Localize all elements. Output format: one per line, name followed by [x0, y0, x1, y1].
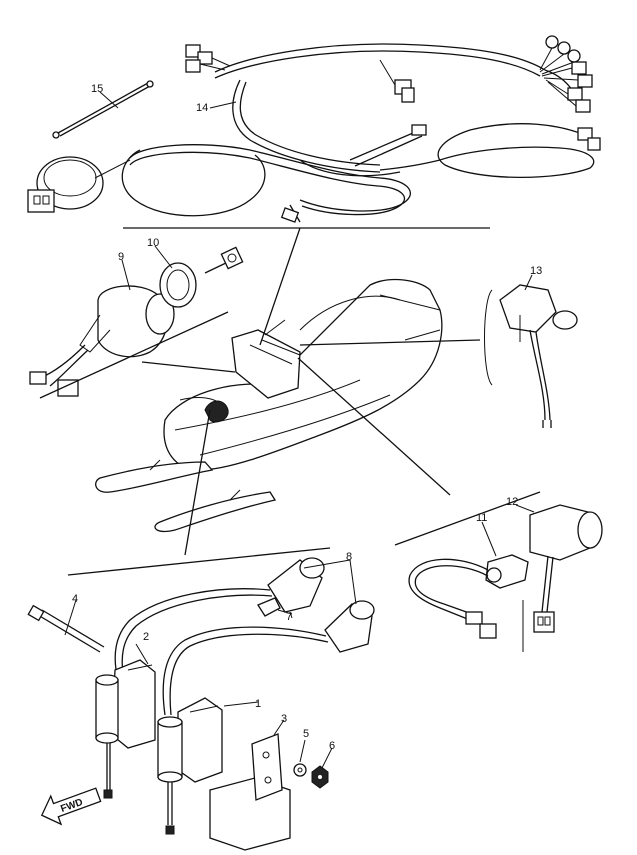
wire-harness	[121, 35, 601, 229]
snowmobile-body	[95, 278, 443, 533]
spark-plug-cap-clip	[257, 597, 293, 617]
nut	[311, 765, 329, 789]
handlebar-switch-left	[484, 284, 578, 428]
callout-14: 14	[196, 102, 208, 114]
forward-arrow-icon: FWD	[40, 787, 102, 826]
callout-13: 13	[530, 265, 542, 277]
coil-bracket	[209, 733, 291, 851]
handlebar-switch-right	[522, 504, 603, 652]
spark-plug-cap	[114, 557, 375, 716]
callout-2: 2	[143, 631, 149, 643]
callout-7: 7	[286, 611, 292, 623]
callout-10: 10	[147, 237, 159, 249]
callout-15: 15	[91, 83, 103, 95]
callout-6: 6	[329, 740, 335, 752]
switch-nut	[159, 262, 197, 308]
washer	[293, 763, 307, 777]
callout-8: 8	[346, 551, 352, 563]
ignition-key	[204, 246, 244, 274]
callout-4: 4	[72, 593, 78, 605]
callout-leaders	[64, 91, 535, 769]
main-switch	[29, 285, 229, 399]
bolt	[27, 604, 105, 653]
callout-3: 3	[281, 713, 287, 725]
ignition-coil-1	[157, 697, 223, 835]
callout-5: 5	[303, 728, 309, 740]
ignition-coil-2	[95, 659, 156, 799]
callout-9: 9	[118, 251, 124, 263]
callout-12: 12	[506, 496, 518, 508]
switch-socket	[27, 156, 131, 213]
lead-wire	[52, 80, 154, 139]
callout-1: 1	[255, 698, 261, 710]
throttle-switch	[408, 554, 529, 639]
callout-11: 11	[476, 512, 487, 524]
